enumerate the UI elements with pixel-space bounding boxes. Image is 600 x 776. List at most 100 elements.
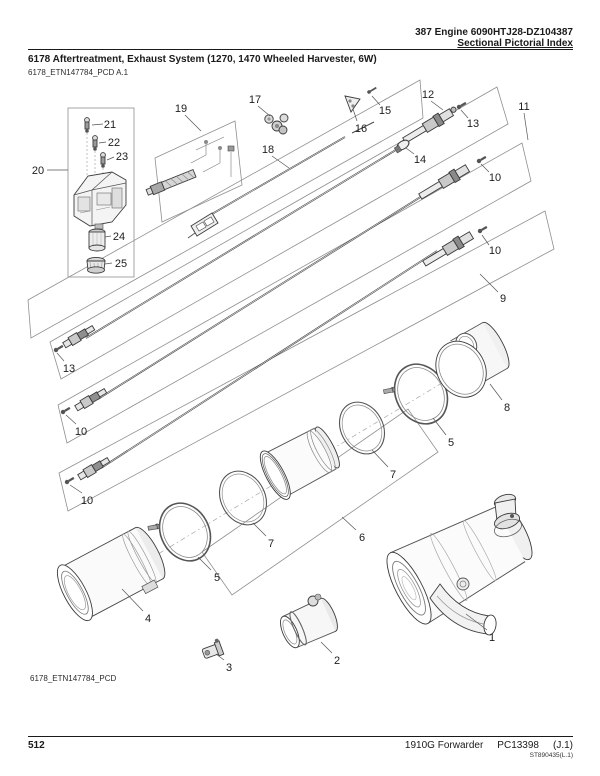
screw-15 (367, 86, 377, 94)
figure-caption: 6178_ETN147784_PCD (30, 674, 117, 683)
bolt-10-upper-right (476, 155, 487, 164)
band-11 (57, 142, 532, 444)
callout-2: 2 (334, 655, 340, 667)
callout-7-right: 7 (390, 469, 396, 481)
callout-7-left: 7 (268, 538, 274, 550)
drawing-reference: 6178_ETN147784_PCD A.1 (28, 68, 129, 77)
header-engine-ref: 387 Engine 6090HTJ28-DZ104387 (415, 27, 573, 38)
bolt-13-left (53, 344, 64, 353)
footer-model: 1910G Forwarder (404, 740, 484, 751)
elbow-tube-a-fitting (218, 146, 222, 150)
callout-18: 18 (262, 144, 274, 156)
footer-catalog: PC13398 (497, 740, 539, 751)
callout-16: 16 (355, 123, 367, 135)
callout-14: 14 (414, 154, 426, 166)
callout-10-a: 10 (75, 426, 87, 438)
callout-8: 8 (504, 402, 510, 414)
elbow-tube-b-fitting (204, 140, 208, 144)
callout-13-right: 13 (467, 118, 479, 130)
callout-9: 9 (500, 293, 506, 305)
elbow-tube-a (202, 150, 221, 173)
band-pipe12 (49, 86, 509, 380)
dosing-module-20 (73, 117, 127, 274)
box-20 (67, 107, 135, 278)
scr-muffler-1 (386, 493, 533, 636)
hose-10-upper (97, 190, 431, 400)
band-9 (58, 210, 555, 512)
callout-25: 25 (115, 258, 127, 270)
section-title: 6178 Aftertreatment, Exhaust System (127… (28, 54, 377, 65)
band-hose18 (27, 79, 424, 339)
fitting-10-lower-right (422, 231, 475, 267)
dpf-filter-6 (259, 426, 340, 500)
straight-tube (195, 136, 225, 151)
sensor-23 (100, 152, 106, 168)
callout-labels: 20 21 22 23 24 25 19 17 18 16 15 12 13 1… (32, 89, 530, 674)
fitting-10-lower-left (77, 456, 111, 481)
bolt-10-lower-left (64, 476, 75, 485)
callout-17: 17 (249, 94, 261, 106)
hose-18 (211, 121, 375, 215)
fitting-10-upper-left (74, 387, 108, 412)
callout-10-b: 10 (81, 495, 93, 507)
callout-23: 23 (116, 151, 128, 163)
box-19 (154, 120, 243, 223)
bolt-10-upper-left (60, 406, 71, 415)
callout-20: 20 (32, 165, 44, 177)
bolt-10-lower-right (477, 225, 488, 234)
callout-12: 12 (422, 89, 434, 101)
callout-10-c: 10 (489, 172, 501, 184)
muffler-sensor-boss (456, 577, 470, 591)
callout-1: 1 (489, 632, 495, 644)
callout-24: 24 (113, 231, 125, 243)
braided-hose (145, 168, 197, 196)
muffler-outlet-elbow (429, 577, 497, 636)
outlet-adapter-8 (435, 321, 510, 398)
callout-21: 21 (104, 119, 116, 131)
footer-print-code: ST890435(L.1) (529, 752, 573, 759)
sensor-21 (84, 117, 90, 133)
callout-6: 6 (359, 532, 365, 544)
bolt-13-right (456, 101, 467, 110)
callout-3: 3 (226, 662, 232, 674)
callout-15: 15 (379, 105, 391, 117)
hose-13 (85, 144, 405, 339)
elbow-tube-b (190, 144, 207, 164)
band-6 (201, 408, 439, 596)
doc-canister-4 (56, 526, 166, 622)
callout-5-right: 5 (448, 437, 454, 449)
clamp-14 (393, 139, 410, 154)
connector-tube-2 (280, 593, 338, 649)
callout-11: 11 (518, 101, 529, 113)
fitting-10-upper-right (418, 164, 471, 200)
small-bolts (53, 86, 488, 485)
footer-revision: (J.1) (553, 740, 573, 751)
manifold-17 (264, 113, 289, 135)
callout-13-left: 13 (63, 363, 75, 375)
muffler-top-port (493, 493, 522, 538)
hose-kit-19 (145, 136, 235, 196)
footer-right: 1910G Forwarder PC13398 (J.1) ST890435(L.1… (405, 740, 573, 759)
vertical-tube-fitting (227, 145, 235, 152)
page-number: 512 (28, 740, 45, 751)
header-right: 387 Engine 6090HTJ28-DZ104387 Sectional … (415, 27, 573, 49)
right-end-fittings (402, 106, 475, 267)
fitting-13-left (62, 324, 96, 349)
hose-18-bracket (187, 212, 219, 239)
footer-rule (28, 736, 573, 737)
clamp-3 (201, 638, 225, 659)
header-index-label: Sectional Pictorial Index (457, 38, 573, 49)
cap-25 (86, 256, 106, 274)
module-body (73, 171, 127, 230)
hose-lines (85, 121, 438, 469)
callout-10-d: 10 (489, 245, 501, 257)
pipe-12-assembly (402, 106, 457, 144)
gasket-7-right (338, 401, 386, 455)
sensor-22 (92, 135, 98, 151)
assembly-axis-line (94, 347, 501, 593)
bracket-16 (344, 95, 361, 113)
left-end-fittings (62, 324, 111, 481)
hose-10-lower (100, 250, 438, 469)
callout-5-left: 5 (214, 572, 220, 584)
